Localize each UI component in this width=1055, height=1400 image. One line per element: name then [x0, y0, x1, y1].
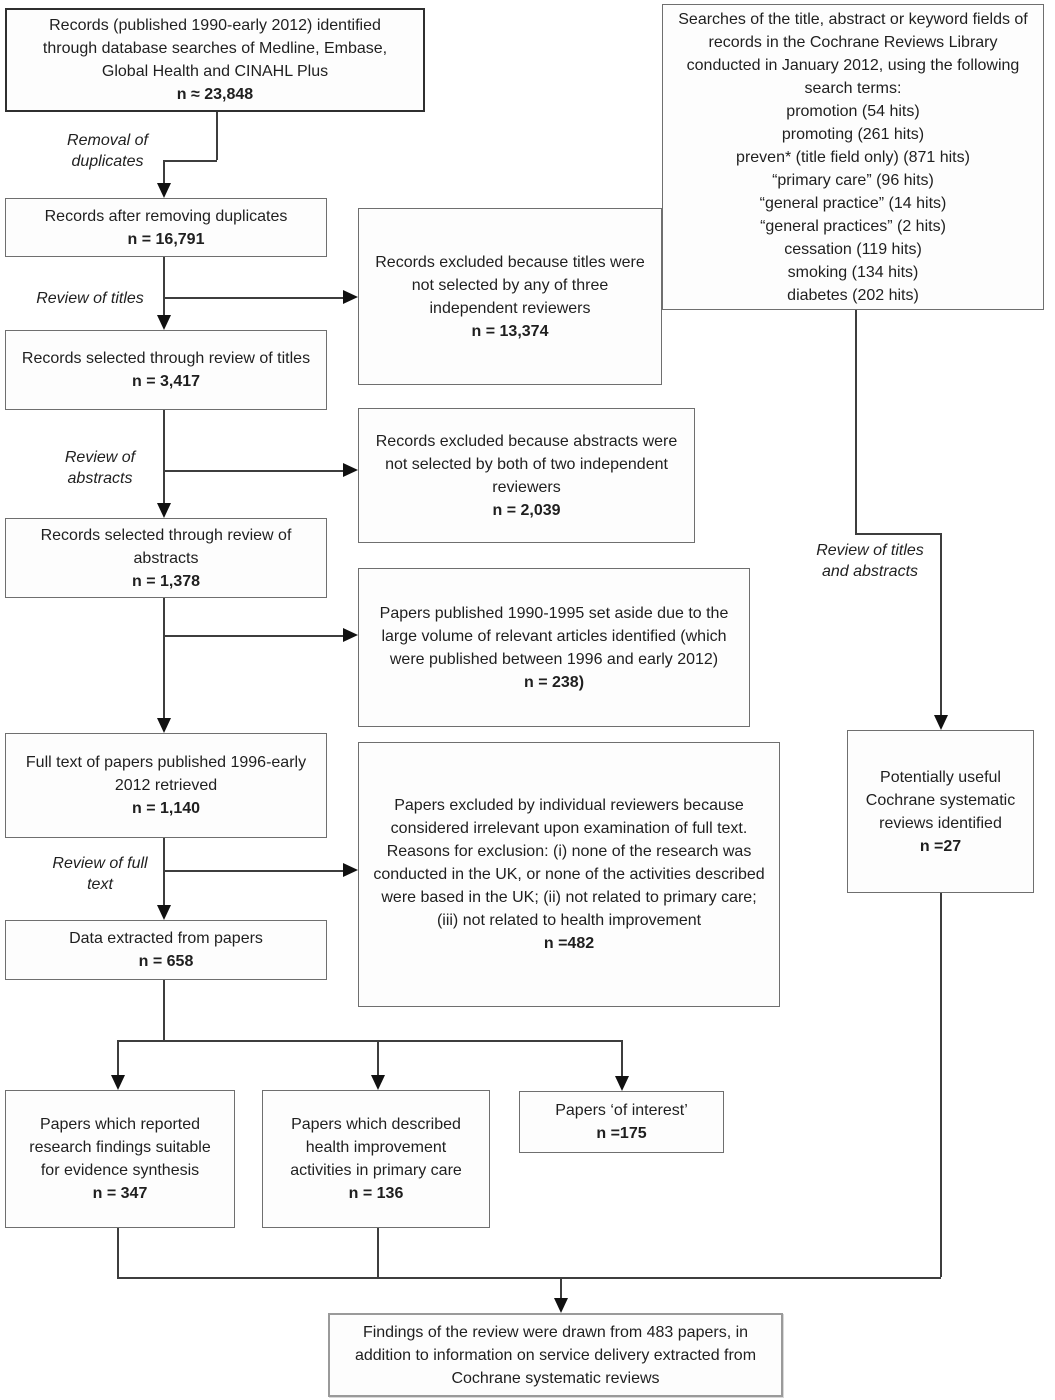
box-health-activities-text: Papers which described health improvemen…: [290, 1116, 462, 1179]
label-review-of-full-text: Review of full text: [52, 855, 148, 893]
flow-line: [377, 1228, 379, 1277]
box-after-duplicates-text: Records after removing duplicates: [44, 207, 288, 225]
arrow-down-icon: [371, 1075, 385, 1090]
box-cochrane-search: Searches of the title, abstract or keywo…: [662, 4, 1044, 310]
arrow-right-icon: [343, 290, 358, 304]
flow-line: [163, 297, 344, 299]
box-cochrane-search-intro: Searches of the title, abstract or keywo…: [678, 10, 1028, 97]
flow-line: [621, 1040, 623, 1077]
search-term: “general practices” (2 hits): [760, 217, 946, 235]
search-term: promotion (54 hits): [786, 102, 920, 120]
box-titles-excluded: Records excluded because titles were not…: [358, 208, 662, 385]
flow-line: [940, 533, 942, 716]
box-set-aside-text: Papers published 1990-1995 set aside due…: [379, 604, 729, 668]
arrow-right-icon: [343, 863, 358, 877]
arrow-down-icon: [157, 315, 171, 330]
flow-line: [855, 310, 857, 533]
flow-line: [560, 1277, 562, 1299]
arrow-down-icon: [157, 905, 171, 920]
box-records-identified-text: Records (published 1990-early 2012) iden…: [42, 17, 388, 80]
box-titles-selected-text: Records selected through review of title…: [21, 350, 311, 367]
flow-line: [163, 838, 165, 906]
box-health-activities-n: n = 136: [348, 1185, 404, 1202]
box-of-interest: Papers ‘of interest’ n =175: [519, 1091, 724, 1153]
box-cochrane-identified-text: Potentially useful Cochrane systematic r…: [865, 768, 1016, 832]
box-abstracts-excluded: Records excluded because abstracts were …: [358, 408, 695, 543]
box-data-extracted: Data extracted from papers n = 658: [5, 920, 327, 980]
box-abstracts-excluded-text: Records excluded because abstracts were …: [375, 432, 678, 496]
arrow-down-icon: [934, 715, 948, 730]
arrow-down-icon: [157, 183, 171, 198]
flow-line: [163, 160, 217, 162]
box-health-activities: Papers which described health improvemen…: [262, 1090, 490, 1228]
arrow-down-icon: [157, 718, 171, 733]
box-data-extracted-n: n = 658: [138, 953, 194, 970]
box-titles-selected-n: n = 3,417: [131, 373, 201, 390]
label-review-of-titles: Review of titles: [36, 290, 144, 307]
flow-line: [940, 893, 942, 1277]
flow-line: [163, 410, 165, 504]
flow-line: [163, 870, 344, 872]
box-abstracts-excluded-n: n = 2,039: [492, 501, 561, 519]
box-of-interest-n: n =175: [596, 1125, 647, 1142]
box-evidence-synthesis-text: Papers which reported research findings …: [29, 1116, 211, 1179]
flow-line: [163, 635, 344, 637]
box-fulltext-excluded-text: Papers excluded by individual reviewers …: [373, 797, 765, 929]
search-term: cessation (119 hits): [784, 240, 922, 258]
box-fulltext-excluded: Papers excluded by individual reviewers …: [358, 742, 780, 1007]
box-abstracts-selected-text: Records selected through review of abstr…: [40, 526, 292, 567]
arrow-right-icon: [343, 628, 358, 642]
flow-line: [163, 980, 165, 1040]
search-term: “general practice” (14 hits): [759, 194, 947, 212]
label-removal-of-duplicates: Removal of duplicates: [67, 132, 148, 170]
box-after-duplicates: Records after removing duplicates n = 16…: [5, 198, 327, 257]
box-evidence-synthesis-n: n = 347: [92, 1185, 148, 1202]
box-records-identified: Records (published 1990-early 2012) iden…: [5, 8, 425, 112]
label-review-of-abstracts: Review of abstracts: [64, 449, 136, 487]
flow-line: [117, 1277, 941, 1279]
arrow-down-icon: [615, 1076, 629, 1091]
box-of-interest-text: Papers ‘of interest’: [555, 1102, 688, 1119]
arrow-down-icon: [157, 503, 171, 518]
box-after-duplicates-n: n = 16,791: [127, 230, 205, 248]
box-titles-selected: Records selected through review of title…: [5, 330, 327, 410]
flow-line: [855, 533, 941, 535]
box-fulltext-retrieved: Full text of papers published 1996-early…: [5, 733, 327, 838]
box-fulltext-retrieved-n: n = 1,140: [131, 800, 201, 817]
box-records-identified-n: n ≈ 23,848: [176, 86, 254, 103]
box-cochrane-identified-n: n =27: [919, 837, 962, 855]
flow-line: [163, 257, 165, 316]
arrow-down-icon: [111, 1075, 125, 1090]
flow-line: [117, 1040, 119, 1076]
box-fulltext-retrieved-text: Full text of papers published 1996-early…: [25, 754, 307, 794]
flow-line: [117, 1040, 622, 1042]
flow-line: [163, 598, 165, 719]
search-term: promoting (261 hits): [781, 125, 925, 143]
box-set-aside: Papers published 1990-1995 set aside due…: [358, 568, 750, 727]
search-term: preven* (title field only) (871 hits): [736, 148, 970, 166]
box-fulltext-excluded-n: n =482: [543, 935, 595, 952]
box-titles-excluded-text: Records excluded because titles were not…: [375, 253, 645, 317]
box-data-extracted-text: Data extracted from papers: [69, 930, 263, 947]
box-evidence-synthesis: Papers which reported research findings …: [5, 1090, 235, 1228]
search-term: “primary care” (96 hits): [772, 171, 934, 189]
arrow-right-icon: [343, 463, 358, 477]
label-review-titles-abstracts: Review of titles and abstracts: [816, 542, 924, 580]
box-set-aside-n: n = 238): [523, 673, 585, 691]
box-titles-excluded-n: n = 13,374: [471, 322, 549, 340]
search-term: diabetes (202 hits): [787, 286, 919, 304]
box-abstracts-selected: Records selected through review of abstr…: [5, 518, 327, 598]
box-cochrane-identified: Potentially useful Cochrane systematic r…: [847, 730, 1034, 893]
flow-line: [117, 1228, 119, 1277]
flow-line: [377, 1040, 379, 1076]
flow-line: [163, 160, 165, 184]
search-terms-list: promotion (54 hits) promoting (261 hits)…: [736, 100, 970, 307]
box-findings: Findings of the review were drawn from 4…: [328, 1313, 783, 1397]
box-findings-text: Findings of the review were drawn from 4…: [354, 1323, 757, 1387]
flow-line: [163, 470, 344, 472]
box-abstracts-selected-n: n = 1,378: [131, 572, 201, 590]
search-term: smoking (134 hits): [787, 263, 919, 281]
flow-line: [216, 112, 218, 160]
arrow-down-icon: [554, 1298, 568, 1313]
